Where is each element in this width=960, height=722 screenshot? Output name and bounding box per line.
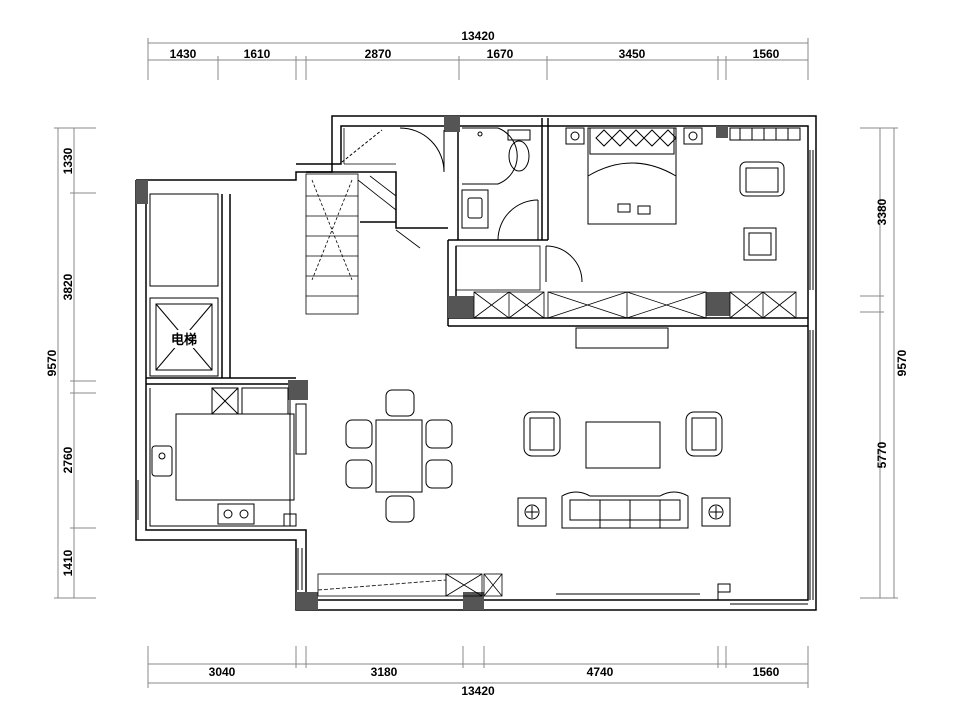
tv-console [575,327,669,349]
dim-bottom-seg-4: 1560 [753,665,780,679]
dim-top-seg-4: 1670 [487,47,514,61]
cabinets-bottom [317,573,503,597]
bathroom [461,127,531,229]
dimension-bottom [147,646,809,688]
dim-top-seg-5: 3450 [619,47,646,61]
dim-bottom-seg-1: 3040 [209,665,236,679]
living-furniture [517,411,731,593]
dim-left-seg-2: 3820 [61,273,75,300]
storage-top-left [343,128,396,165]
elevator-label: 电梯 [171,332,197,348]
dim-bottom-total: 13420 [461,684,495,698]
dimension-top [147,38,809,80]
dim-right-seg-1: 3380 [875,198,889,225]
dim-top-seg-1: 1430 [170,47,197,61]
dim-bottom-seg-3: 4740 [587,665,614,679]
dim-top-total: 13420 [461,29,495,43]
dim-top-seg-6: 1560 [753,47,780,61]
staircase [305,173,421,315]
columns [136,116,730,610]
dim-right-seg-2: 5770 [875,441,889,468]
bedroom [565,127,801,261]
doors [341,127,719,600]
dim-left-seg-1: 1330 [61,147,75,174]
dimension-right [860,127,898,599]
kitchen [149,387,307,527]
dim-left-seg-4: 1410 [61,549,75,576]
dim-right-total: 9570 [895,349,909,376]
dining-set [345,389,453,523]
dim-bottom-seg-2: 3180 [371,665,398,679]
dim-top-seg-2: 1610 [244,47,271,61]
cabinets-bedroom [455,245,797,319]
dimension-left [54,127,96,599]
elevator-shaft [149,193,219,377]
dim-left-total: 9570 [45,349,59,376]
dim-left-seg-3: 2760 [61,446,75,473]
dim-top-seg-3: 2870 [365,47,392,61]
windows [137,150,814,605]
